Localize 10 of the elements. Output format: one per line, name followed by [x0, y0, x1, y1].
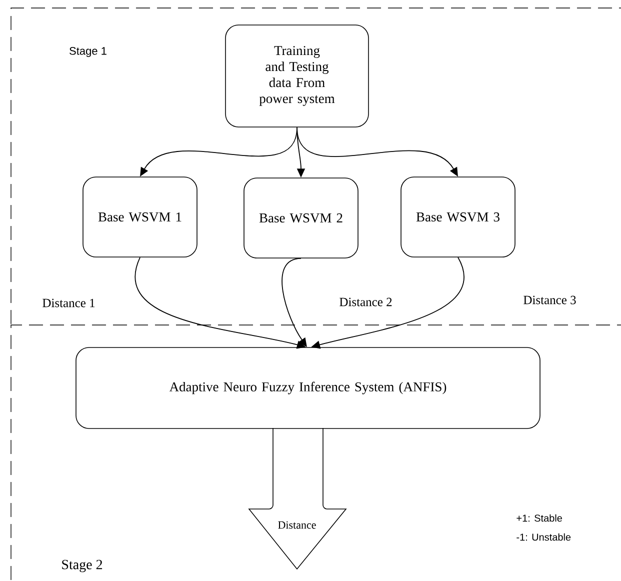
- process-box: Training and Testing data From power system: [225, 24, 369, 128]
- process-box: Base WSVM 1: [82, 176, 198, 258]
- distance-label: Distance 2: [340, 298, 392, 306]
- note: +1: Stable: [516, 514, 562, 522]
- process-box: Base WSVM 3: [400, 176, 516, 258]
- distance-label: Distance 3: [524, 296, 576, 304]
- process-box: Base WSVM 2: [244, 178, 358, 258]
- process-box: Adaptive Neuro Fuzzy Inference System (ANFIS): [76, 347, 540, 429]
- note: -1: Unstable: [516, 533, 571, 541]
- distance-label: Distance 1: [42, 298, 95, 308]
